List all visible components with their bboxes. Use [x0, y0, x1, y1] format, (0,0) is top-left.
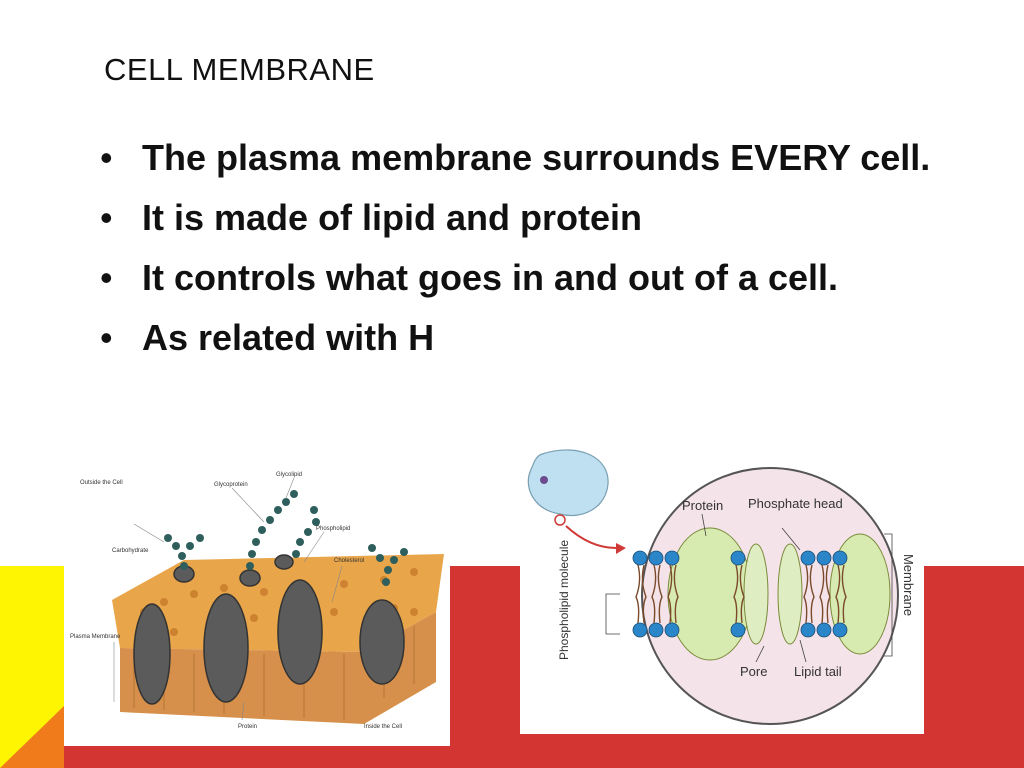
label-protein: Protein — [238, 724, 257, 730]
slide-title: CELL MEMBRANE — [104, 52, 375, 87]
label-glycoprotein: Glycoprotein — [214, 482, 248, 488]
label-plasma-membrane: Plasma Membrane — [70, 634, 121, 640]
bullet-item: It controls what goes in and out of a ce… — [96, 254, 956, 302]
label-inside-cell: Inside the Cell — [364, 724, 402, 730]
label-outside-cell: Outside the Cell — [80, 480, 123, 486]
bullet-item: It is made of lipid and protein — [96, 194, 956, 242]
label-phosphate-head: Phosphate head — [748, 496, 843, 511]
label-lipid-tail: Lipid tail — [794, 664, 842, 679]
bullet-item: The plasma membrane surrounds EVERY cell… — [96, 134, 956, 182]
label-protein: Protein — [682, 498, 723, 513]
label-pore: Pore — [740, 664, 767, 679]
label-phospholipid: Phospholipid — [316, 526, 350, 532]
label-membrane: Membrane — [901, 554, 916, 616]
decorative-orange-triangle — [0, 706, 64, 768]
label-cholesterol: Cholesterol — [334, 558, 364, 564]
label-phospholipid-molecule: Phospholipid molecule — [557, 540, 571, 660]
label-glycolipid: Glycolipid — [276, 472, 302, 478]
membrane-diagram-left: Outside the Cell Glycoprotein Glycolipid… — [64, 462, 450, 746]
label-carbohydrate: Carbohydrate — [112, 548, 149, 554]
bullet-list: The plasma membrane surrounds EVERY cell… — [96, 134, 956, 374]
bullet-item: As related with H — [96, 314, 956, 362]
label-phosphate-head-text: Phosphate head — [748, 496, 843, 511]
membrane-diagram-right: Protein Phosphate head Membrane Phosphol… — [520, 444, 924, 734]
